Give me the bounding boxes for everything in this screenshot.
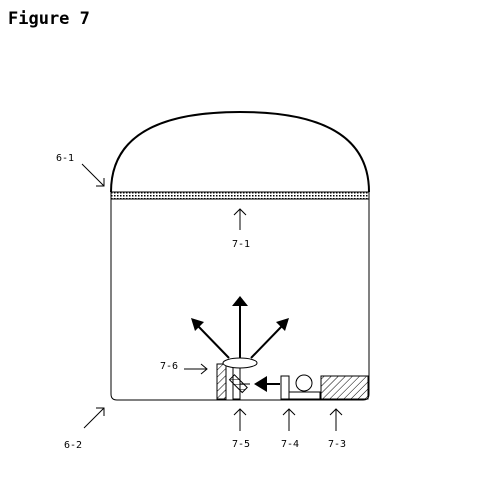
leader-lens-head [200, 363, 208, 375]
label-lens: 7-6 [160, 361, 178, 372]
leader-vessel [83, 407, 105, 429]
leader-dome [81, 163, 105, 187]
label-block: 7-3 [328, 439, 346, 450]
mirror-assembly [216, 363, 250, 400]
label-dome: 6-1 [56, 153, 74, 164]
light-source [280, 374, 321, 400]
leader-membrane-head [233, 208, 247, 216]
hatched-block [320, 375, 369, 400]
leader-vessel-head [96, 407, 105, 416]
figure-title: Figure 7 [8, 9, 90, 29]
leader-source-head [282, 408, 296, 416]
emitted-rays [191, 296, 289, 359]
leader-dome-head [96, 178, 105, 187]
leader-block-head [329, 408, 343, 416]
label-source: 7-4 [281, 439, 299, 450]
lens [222, 357, 258, 369]
label-vessel: 6-2 [64, 440, 82, 451]
beam-arrow-left [254, 376, 280, 392]
membrane-band [110, 191, 370, 200]
label-mirror: 7-5 [232, 439, 250, 450]
leader-mirror-head [233, 408, 247, 416]
dome [110, 110, 370, 193]
vessel-body [110, 199, 370, 401]
label-membrane: 7-1 [232, 239, 250, 250]
